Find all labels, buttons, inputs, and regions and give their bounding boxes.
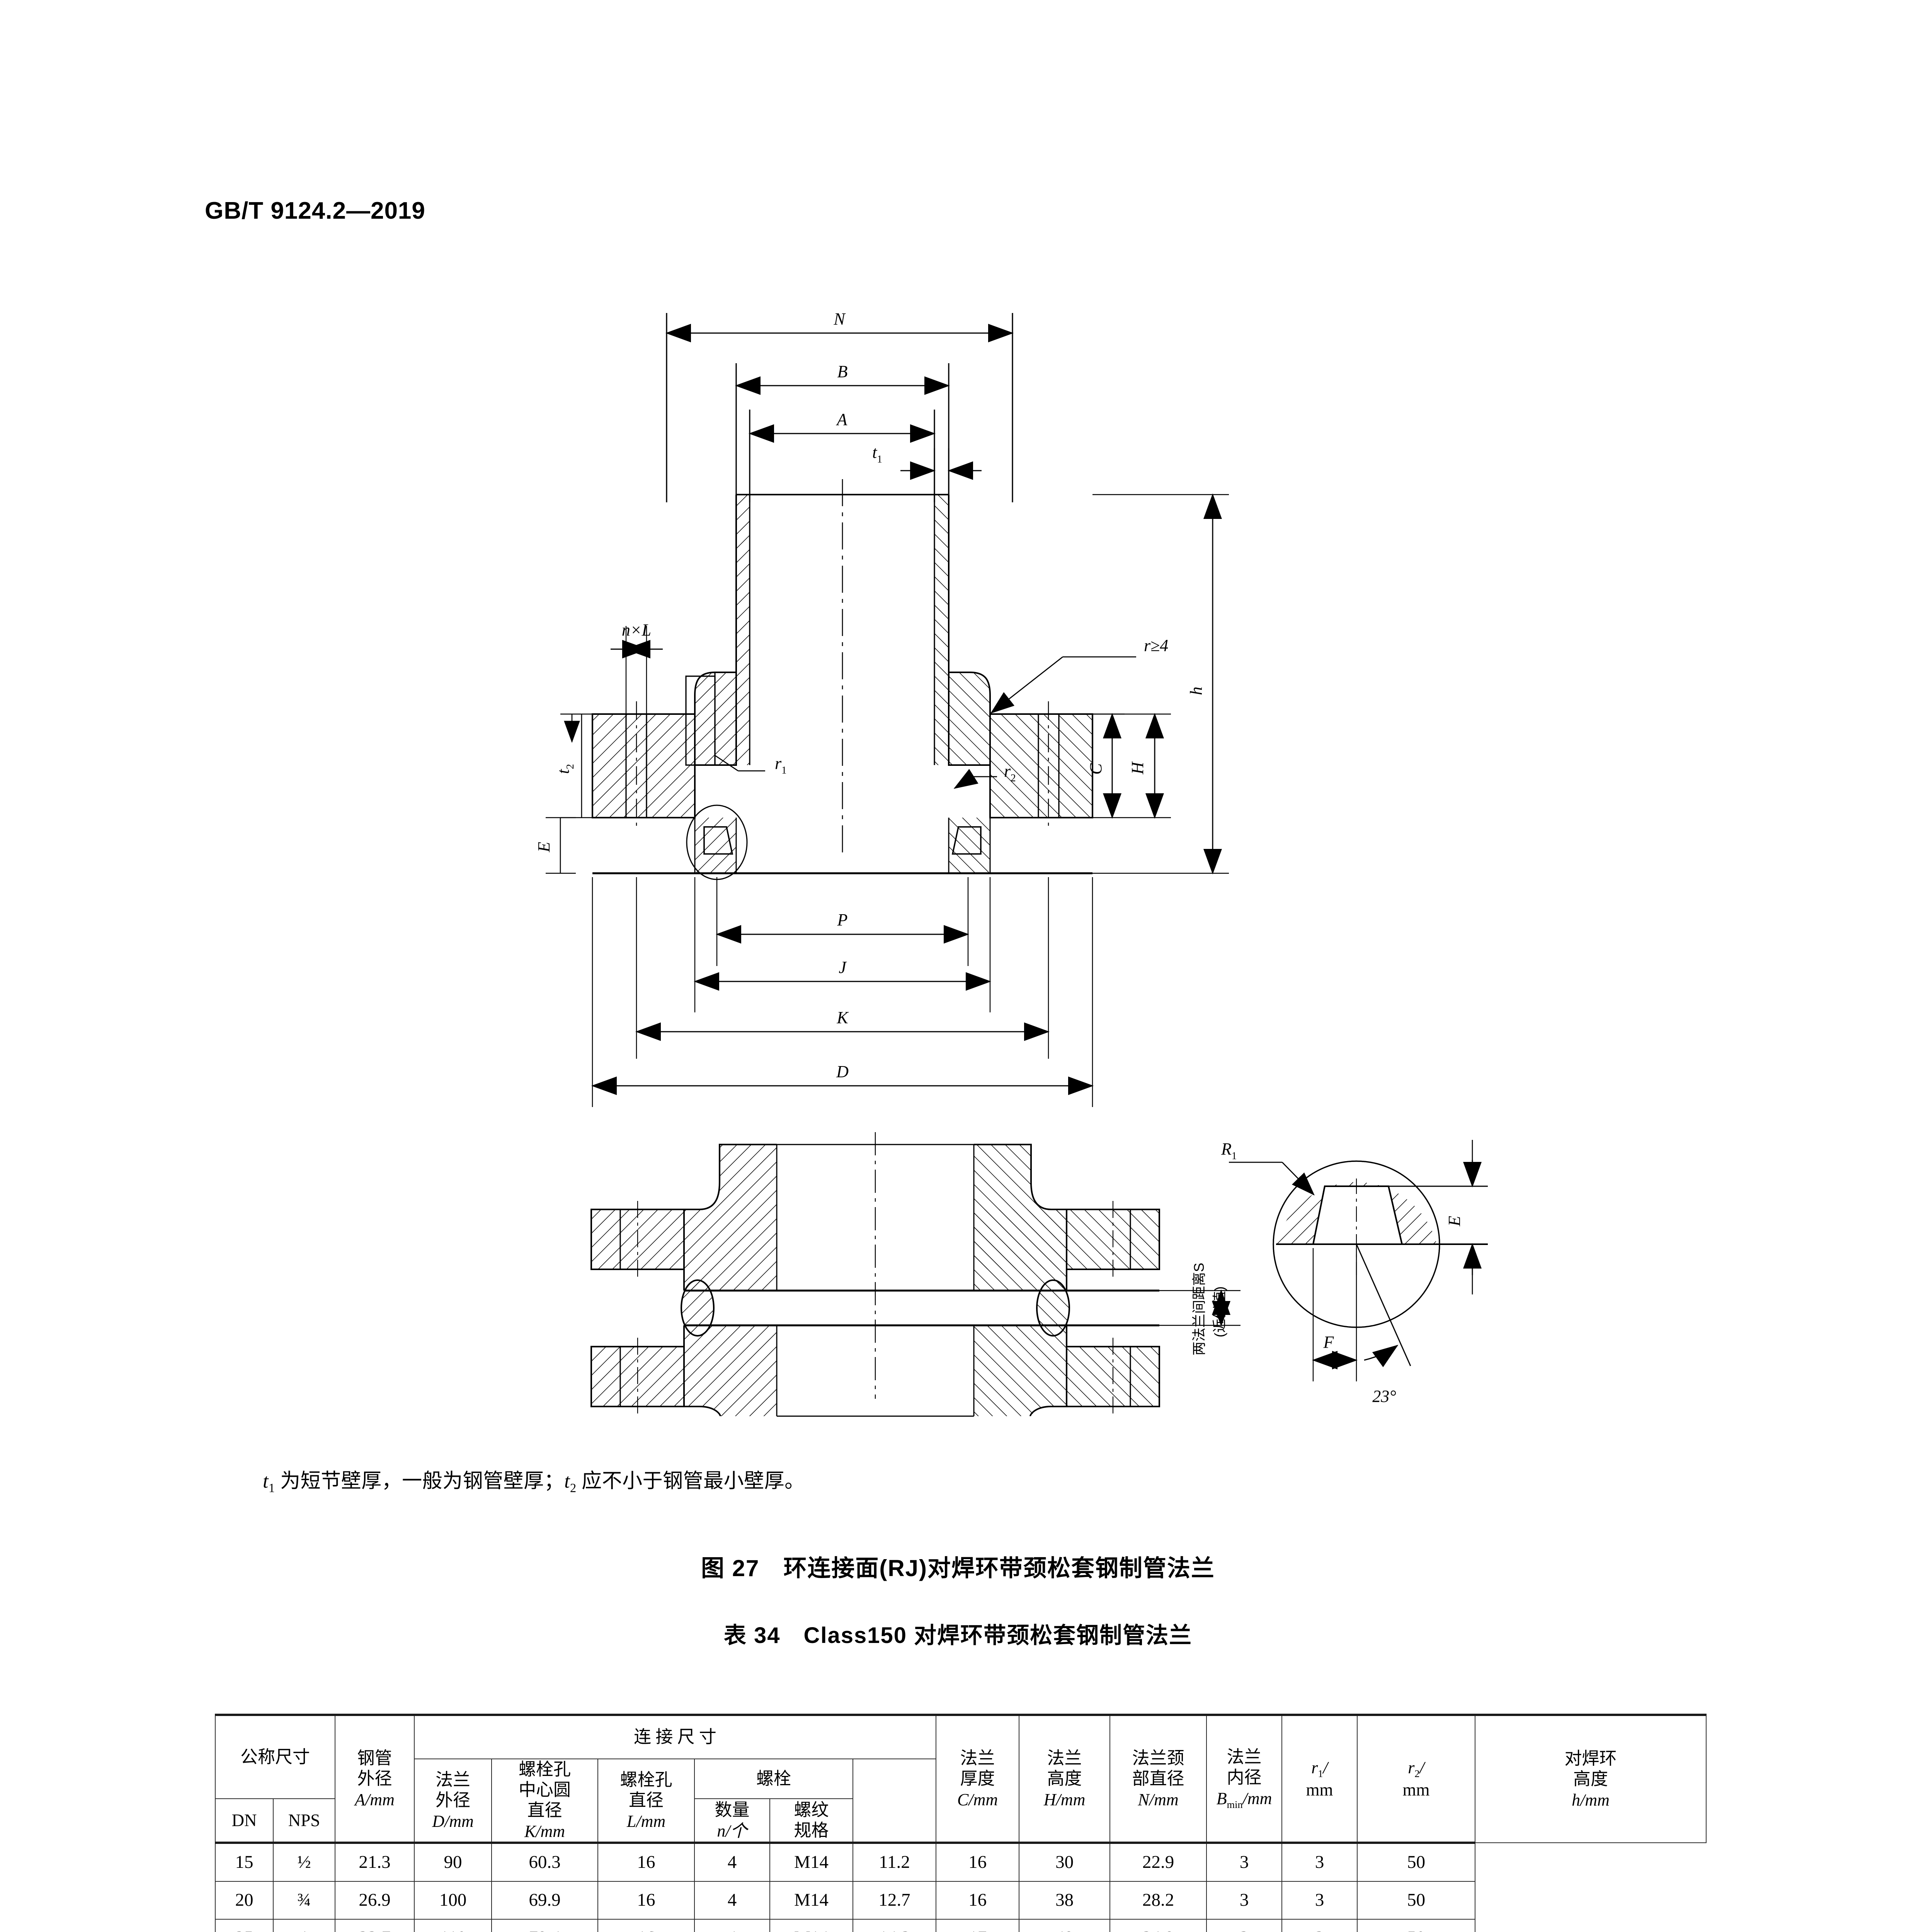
dim-label-P: P	[837, 910, 848, 929]
dim-label-nL: n×L	[622, 621, 651, 639]
cell-r1: 3	[1206, 1919, 1283, 1932]
cell-r2: 3	[1281, 1842, 1358, 1882]
cell-H: 16	[936, 1881, 1020, 1920]
dim-label-R1: R1	[1221, 1139, 1237, 1162]
header-hub-diameter: 法兰颈部直径 N/mm	[1109, 1713, 1207, 1844]
flange-spacing-note-line2: (近似值)	[1212, 1286, 1227, 1337]
header-bolts: 螺栓	[694, 1759, 854, 1799]
dim-label-E-main: E	[534, 842, 553, 852]
cell-h: 50	[1357, 1919, 1476, 1932]
cell-thread: M14	[769, 1919, 854, 1932]
cell-D: 90	[414, 1842, 492, 1882]
header-bolt-circle: 螺栓孔中心圆直径 K/mm	[491, 1758, 599, 1844]
cell-Bmin: 28.2	[1109, 1881, 1207, 1920]
figure-caption: 图 27 环连接面(RJ)对焊环带颈松套钢制管法兰	[701, 1555, 1215, 1581]
header-flange-height: 法兰高度 H/mm	[1019, 1713, 1111, 1844]
dim-label-r1: r1	[775, 754, 787, 776]
cell-C: 11.2	[853, 1842, 937, 1882]
cell-Bmin: 34.9	[1109, 1919, 1207, 1932]
flange-technical-drawing: N B A t1 n×L r1 r2 r≥4 h H C t2 E P J K …	[444, 286, 1565, 1418]
dim-label-A: A	[836, 410, 848, 429]
cell-dn: 15	[215, 1842, 274, 1882]
header-flange-thickness: 法兰厚度 C/mm	[936, 1713, 1020, 1844]
dim-label-E-detail: E	[1445, 1216, 1464, 1226]
dim-label-C: C	[1086, 763, 1105, 775]
header-r1: r1/ mm	[1281, 1713, 1358, 1844]
header-nps: NPS	[272, 1798, 336, 1844]
cell-C: 14.3	[853, 1919, 937, 1932]
dim-label-H: H	[1128, 761, 1147, 775]
header-pipe-od: 钢管外径 A/mm	[335, 1713, 415, 1844]
header-r2: r2/ mm	[1357, 1713, 1476, 1844]
cell-L: 16	[597, 1881, 695, 1920]
cell-r1: 3	[1206, 1881, 1283, 1920]
dim-label-h: h	[1187, 687, 1206, 695]
cell-N: 49	[1019, 1919, 1111, 1932]
header-bolt-thread: 螺纹规格	[769, 1798, 854, 1844]
cell-h: 50	[1357, 1881, 1476, 1920]
header-lap-ring-height: 对焊环高度 h/mm	[1475, 1713, 1707, 1844]
running-head: GB/T 9124.2—2019	[205, 197, 425, 224]
dim-label-J: J	[839, 958, 847, 977]
flange-spacing-note-line1: 两法兰间距离S	[1191, 1263, 1207, 1355]
dim-label-B: B	[837, 362, 848, 381]
cell-n: 4	[694, 1881, 771, 1920]
header-flange-od: 法兰外径 D/mm	[414, 1758, 492, 1844]
cell-nps: 1	[272, 1919, 336, 1932]
dim-label-D: D	[836, 1062, 849, 1081]
header-connection-dims: 连 接 尺 寸	[414, 1714, 937, 1759]
cell-nps: ¾	[272, 1881, 336, 1920]
cell-nps: ½	[272, 1842, 336, 1882]
cell-A: 33.7	[335, 1919, 415, 1932]
dim-label-N: N	[833, 310, 846, 328]
cell-A: 26.9	[335, 1881, 415, 1920]
cell-L: 16	[597, 1842, 695, 1882]
cell-N: 38	[1019, 1881, 1111, 1920]
cell-dn: 25	[215, 1919, 274, 1932]
cell-D: 110	[414, 1919, 492, 1932]
cell-thread: M14	[769, 1881, 854, 1920]
cell-n: 4	[694, 1919, 771, 1932]
cell-K: 60.3	[491, 1842, 599, 1882]
dim-label-t1: t1	[872, 443, 882, 465]
cell-r1: 3	[1206, 1842, 1283, 1882]
cell-h: 50	[1357, 1842, 1476, 1882]
cell-D: 100	[414, 1881, 492, 1920]
cell-K: 69.9	[491, 1881, 599, 1920]
figure-note: t1 为短节壁厚，一般为钢管壁厚；t2 应不小于钢管最小壁厚。	[263, 1470, 805, 1495]
dim-label-K: K	[836, 1008, 849, 1027]
cell-n: 4	[694, 1842, 771, 1882]
cell-r2: 3	[1281, 1919, 1358, 1932]
cell-dn: 20	[215, 1881, 274, 1920]
dim-label-F: F	[1323, 1333, 1334, 1352]
cell-H: 17	[936, 1919, 1020, 1932]
cell-H: 16	[936, 1842, 1020, 1882]
header-nominal-size: 公称尺寸	[214, 1714, 336, 1799]
dim-label-r-min: r≥4	[1144, 636, 1168, 655]
cell-L: 16	[597, 1919, 695, 1932]
dim-label-angle: 23°	[1372, 1387, 1396, 1406]
cell-N: 30	[1019, 1842, 1111, 1882]
flange-dimensions-table: 公称尺寸 钢管外径 A/mm 连 接 尺 寸 法兰厚度 C/mm 法兰高度 H/…	[214, 1713, 1707, 1932]
cell-C: 12.7	[853, 1881, 937, 1920]
cell-r2: 3	[1281, 1881, 1358, 1920]
cell-K: 79.4	[491, 1919, 599, 1932]
table-caption: 表 34 Class150 对焊环带颈松套钢制管法兰	[723, 1623, 1193, 1648]
header-bolt-hole-diameter: 螺栓孔直径 L/mm	[597, 1758, 695, 1844]
header-flange-id: 法兰内径 Bmin/mm	[1206, 1713, 1283, 1844]
cell-A: 21.3	[335, 1842, 415, 1882]
header-dn: DN	[215, 1798, 274, 1844]
cell-Bmin: 22.9	[1109, 1842, 1207, 1882]
dim-label-t2: t2	[554, 764, 576, 774]
cell-thread: M14	[769, 1842, 854, 1882]
